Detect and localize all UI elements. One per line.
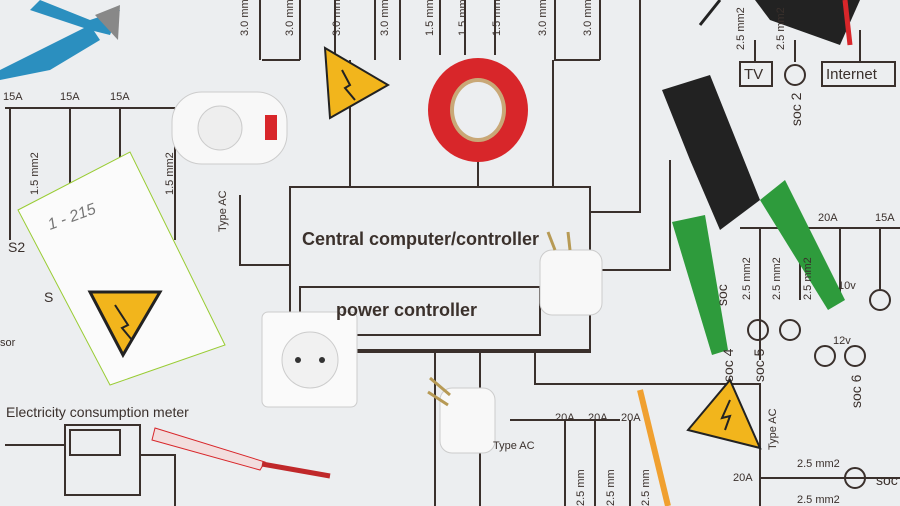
central-controller-label: Central computer/controller — [302, 229, 540, 249]
cable-label: 3.0 mm2 — [379, 0, 391, 36]
warning-sign-bottom — [686, 378, 762, 450]
pencil — [637, 389, 671, 506]
diagram-lines — [5, 0, 900, 506]
cable-label: 1.5 mm2 — [424, 0, 436, 36]
meter-label: Electricity consumption meter — [6, 404, 189, 420]
internet-label: Internet — [826, 66, 877, 83]
misc-label: S2 — [8, 239, 26, 255]
socket-label: soc 2 — [788, 92, 804, 126]
misc-label: sor — [0, 337, 16, 349]
cable-label: 2.5 mm — [575, 469, 587, 506]
breaker-label: 20A — [621, 412, 641, 424]
cable-label: 1.5 mm2 — [29, 152, 41, 195]
cable-label: 2.5 mm2 — [775, 7, 787, 50]
socket-label: soc 6 — [848, 374, 864, 408]
cable-label: 2.5 mm — [640, 469, 652, 506]
cable-label: 2.5 mm2 — [741, 257, 753, 300]
breaker-label: 15A — [110, 91, 130, 103]
warning-sign-top — [323, 46, 390, 120]
socket-label: soc 5 — [751, 348, 767, 382]
socket-label: soc — [876, 472, 898, 488]
multimeter — [698, 0, 860, 46]
power-controller-label: power controller — [336, 300, 478, 320]
cable-label: 2.5 mm2 — [802, 257, 814, 300]
plug-1 — [539, 231, 603, 316]
wall-socket — [261, 311, 358, 408]
voltage-label: 10v — [838, 280, 856, 292]
cable-label: 1.5 mm2 — [164, 152, 176, 195]
voltage-label: 12v — [833, 335, 851, 347]
wire-cutters — [0, 0, 120, 80]
breaker-label: 20A — [555, 412, 575, 424]
breaker-label: 15A — [60, 91, 80, 103]
type-ac-label: Type AC — [493, 440, 535, 452]
cable-label: 2.5 mm — [605, 469, 617, 506]
tv-label: TV — [744, 66, 764, 83]
misc-label: S — [44, 289, 54, 305]
socket-label: soc — [714, 284, 730, 306]
breaker-label: 20A — [733, 472, 753, 484]
cable-label: 3.0 mm2 — [537, 0, 549, 36]
cable-label: 2.5 mm2 — [797, 494, 840, 506]
socket-label: soc 4 — [720, 348, 736, 382]
cable-label: 1.5 mm2 — [491, 0, 503, 36]
crimping-tool — [662, 75, 845, 355]
plug-2 — [427, 376, 496, 454]
cable-label: 2.5 mm2 — [797, 458, 840, 470]
breaker-label: 15A — [875, 212, 895, 224]
breaker-label: 20A — [818, 212, 838, 224]
notepad: 1 - 215 — [17, 151, 226, 386]
breaker-label: 20A — [588, 412, 608, 424]
cable-label: 2.5 mm2 — [771, 257, 783, 300]
cable-label: 3.0 mm2 — [582, 0, 594, 36]
breaker-label: 15A — [3, 91, 23, 103]
cable-label: 2.5 mm2 — [735, 7, 747, 50]
cable-label: 1.5 mm2 — [457, 0, 469, 36]
cable-label: 3.0 mm2 — [331, 0, 343, 36]
type-ac-label: Type AC — [217, 190, 229, 232]
cable-label: 3.0 mm2 — [284, 0, 296, 36]
socket-adapter — [171, 91, 288, 165]
type-ac-label: Type AC — [767, 408, 779, 450]
voltage-tester-screwdriver — [151, 427, 331, 479]
cable-label: 3.0 mm2 — [239, 0, 251, 36]
electrical-tape — [428, 58, 528, 162]
